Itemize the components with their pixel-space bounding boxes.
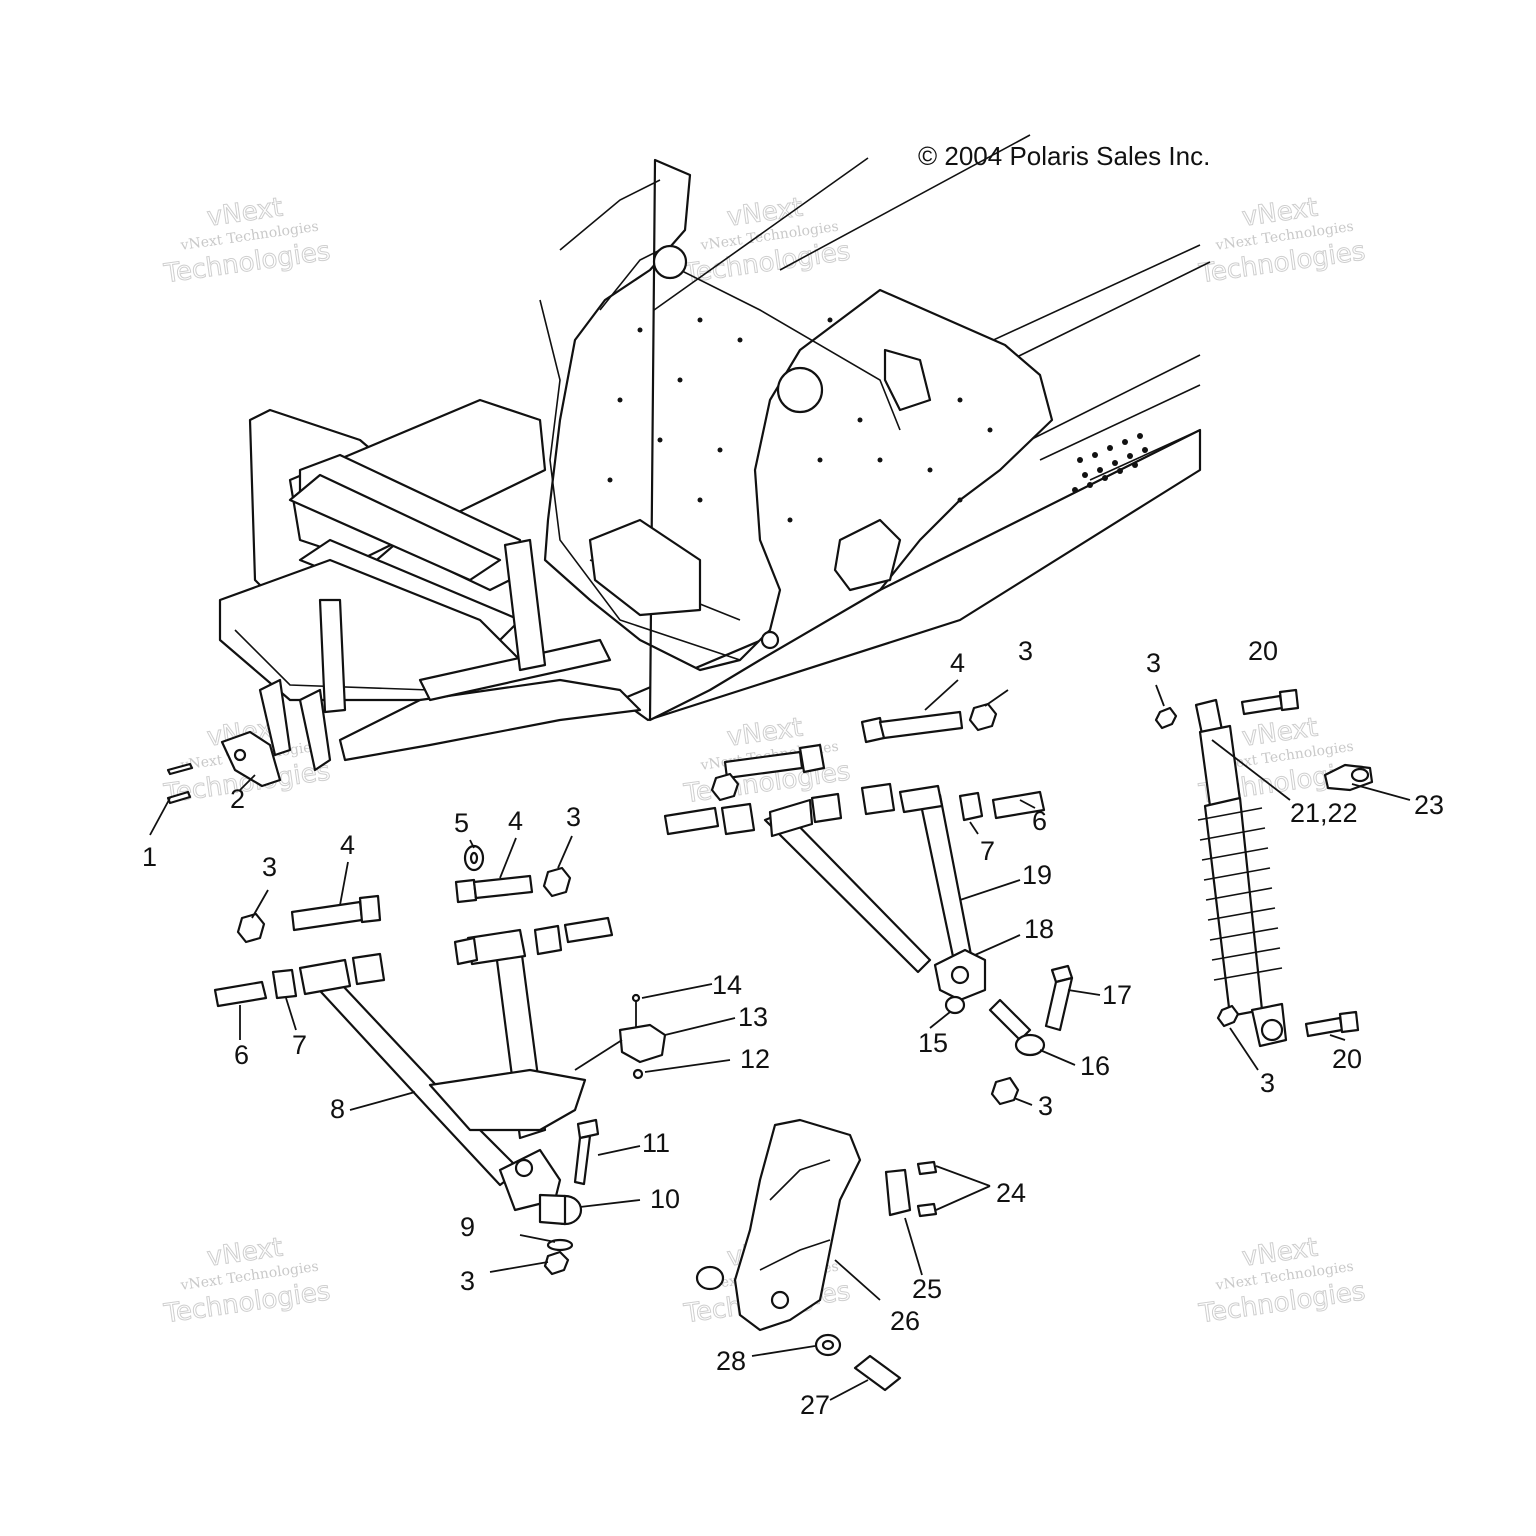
callout-2: 2	[230, 784, 245, 814]
watermark: vNext vNext Technologies Technologies	[681, 192, 853, 290]
chassis-frame	[218, 134, 1211, 772]
callout-27: 27	[800, 1390, 830, 1420]
part-2-bracket	[220, 730, 282, 788]
part-11-bolt	[573, 1118, 600, 1186]
watermark: vNext vNext Technologies Technologies	[161, 1232, 333, 1330]
part-6-sleeve-left	[213, 980, 268, 1008]
callout-7: 7	[980, 836, 995, 866]
part-20-bolt-bottom	[1304, 1010, 1360, 1038]
part-3-nut-left	[236, 912, 266, 944]
callout-15: 15	[918, 1028, 948, 1058]
part-26-spindle	[695, 1118, 862, 1332]
callout-3: 3	[262, 852, 277, 882]
callout-11: 11	[642, 1128, 670, 1158]
callout-14: 14	[712, 970, 742, 1000]
watermark: vNext vNext Technologies Technologies	[161, 192, 333, 290]
part-3-nut-center	[542, 866, 572, 898]
callout-3: 3	[1038, 1091, 1053, 1121]
callout-6: 6	[1032, 806, 1047, 836]
vent-holes	[1072, 433, 1148, 493]
rivets	[607, 317, 993, 523]
leader-lines	[149, 679, 1411, 1401]
part-21-22-shock	[1194, 698, 1288, 1048]
callout-17: 17	[1102, 980, 1132, 1010]
callout-3: 3	[1018, 636, 1033, 666]
callout-18: 18	[1024, 914, 1054, 944]
part-15-washer	[944, 995, 966, 1015]
part-5-washer	[463, 844, 485, 872]
bushings-upper-left	[453, 916, 614, 966]
part-3-nut-lower	[543, 1250, 570, 1276]
part-4-bolt-upper	[860, 710, 964, 744]
part-13-clip	[618, 1023, 667, 1064]
callout-16: 16	[1080, 1051, 1110, 1081]
part-16-tie-rod-end	[988, 998, 1046, 1057]
callout-9: 9	[460, 1212, 475, 1242]
callout-4: 4	[340, 830, 355, 860]
callout-3: 3	[1260, 1068, 1275, 1098]
callout-21-22: 21,22	[1290, 798, 1358, 828]
callout-20: 20	[1332, 1044, 1362, 1074]
part-3-nut-right	[990, 1076, 1020, 1106]
part-1-screw	[166, 762, 194, 805]
callout-23: 23	[1414, 790, 1444, 820]
part-6-sleeve-right	[663, 790, 1046, 836]
part-4-bolt-mid	[723, 743, 826, 780]
part-4-bolt-center	[454, 874, 534, 904]
part-19-upper-a-arm	[763, 784, 974, 974]
callout-3: 3	[1146, 648, 1161, 678]
copyright-text: © 2004 Polaris Sales Inc.	[918, 141, 1210, 171]
watermark-group: vNext vNext Technologies Technologies vN…	[161, 192, 1368, 1330]
watermark: vNext vNext Technologies Technologies	[1196, 192, 1368, 290]
part-27-sleeve	[853, 1354, 902, 1392]
callout-13: 13	[738, 1002, 768, 1032]
callout-28: 28	[716, 1346, 746, 1376]
part-24-screws	[916, 1160, 938, 1218]
callout-10: 10	[650, 1184, 680, 1214]
part-3-nut-shock-bottom	[1216, 1004, 1240, 1028]
watermark: vNext vNext Technologies Technologies	[1196, 1232, 1368, 1330]
callout-7: 7	[292, 1030, 307, 1060]
part-7-bushing-left	[271, 952, 386, 1000]
callout-20: 20	[1248, 636, 1278, 666]
part-7-bushing-right	[720, 782, 984, 836]
part-12-nut	[632, 1068, 644, 1080]
part-8-lower-a-arm	[298, 928, 587, 1212]
part-28-bushing	[814, 1333, 842, 1357]
callout-26: 26	[890, 1306, 920, 1336]
callout-3: 3	[566, 802, 581, 832]
callout-24: 24	[996, 1178, 1026, 1208]
callout-6: 6	[234, 1040, 249, 1070]
shock-spring-coils	[1197, 807, 1283, 981]
part-14-bolt	[631, 993, 641, 1028]
part-20-bolt-top	[1240, 688, 1300, 716]
part-3-nut-shock-top	[1154, 706, 1178, 730]
part-25-caliper-clip	[884, 1168, 912, 1217]
callout-25: 25	[912, 1274, 942, 1304]
part-4-bolt-left	[290, 894, 382, 932]
part-18-arm-end	[933, 948, 987, 1002]
callout-19: 19	[1022, 860, 1052, 890]
part-10-ball-joint	[538, 1193, 583, 1226]
callout-5: 5	[454, 808, 469, 838]
callout-3: 3	[460, 1266, 475, 1296]
callout-12: 12	[740, 1044, 770, 1074]
callout-labels: 1 2 3 3 3 3 3 3 3 3 4 4 4 5 6 6 7 7 8 9 …	[142, 636, 1444, 1420]
part-17-pin	[1044, 964, 1074, 1032]
callout-8: 8	[330, 1094, 345, 1124]
callout-4: 4	[950, 648, 965, 678]
callout-1: 1	[142, 842, 157, 872]
callout-4: 4	[508, 806, 523, 836]
part-23-mount	[1323, 763, 1374, 792]
